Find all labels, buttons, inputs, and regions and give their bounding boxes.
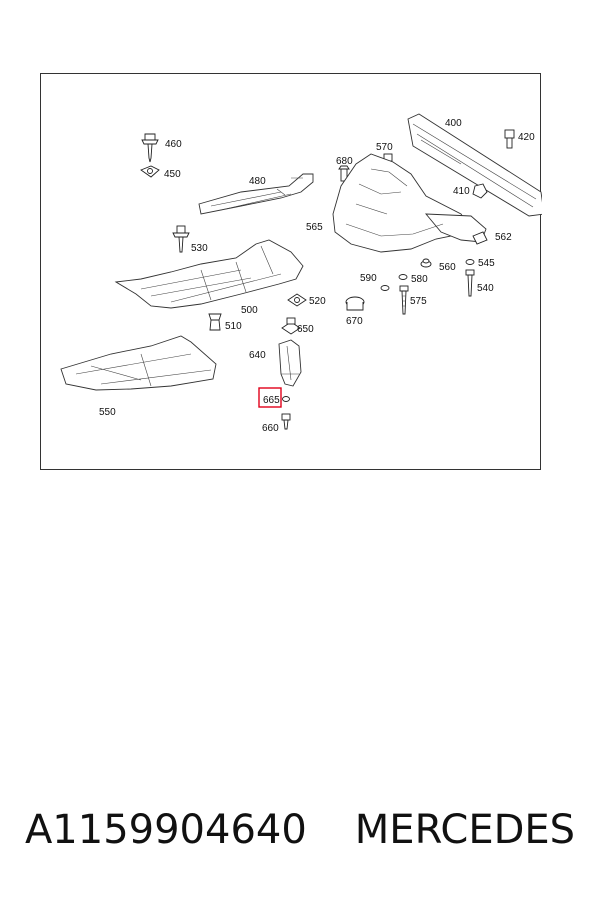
part-420-bolt [504, 129, 515, 149]
part-480-heat-shield [198, 173, 314, 215]
label-570[interactable]: 570 [376, 142, 393, 153]
label-545[interactable]: 545 [478, 258, 495, 269]
label-575[interactable]: 575 [410, 296, 427, 307]
part-520-nut [287, 293, 307, 307]
product-caption: A1159904640 MERCEDES [0, 800, 600, 860]
part-560-nut [420, 258, 432, 268]
label-660[interactable]: 660 [262, 423, 279, 434]
label-500[interactable]: 500 [241, 305, 258, 316]
label-640[interactable]: 640 [249, 350, 266, 361]
part-545-washer [465, 259, 475, 265]
part-575-screw [399, 285, 409, 315]
part-540-screw [465, 269, 475, 297]
part-670-plug [345, 296, 365, 311]
label-520[interactable]: 520 [309, 296, 326, 307]
part-450-nut [140, 165, 160, 178]
label-460[interactable]: 460 [165, 139, 182, 150]
part-410-nut [472, 183, 488, 199]
label-562[interactable]: 562 [495, 232, 512, 243]
part-650-nut [281, 317, 301, 335]
part-590-nut [380, 285, 390, 291]
part-550-underbody-panel [60, 335, 217, 391]
label-670[interactable]: 670 [346, 316, 363, 327]
label-565[interactable]: 565 [306, 222, 323, 233]
label-420[interactable]: 420 [518, 132, 535, 143]
label-680[interactable]: 680 [336, 156, 353, 167]
part-530-screw [172, 225, 190, 253]
label-650[interactable]: 650 [297, 324, 314, 335]
label-480[interactable]: 480 [249, 176, 266, 187]
label-560[interactable]: 560 [439, 262, 456, 273]
part-500-heat-shield [114, 239, 304, 309]
label-665[interactable]: 665 [263, 395, 280, 406]
part-580-washer [398, 274, 408, 280]
part-510-clip [208, 313, 222, 331]
part-400-crossmember [407, 113, 542, 217]
part-number: A1159904640 [24, 807, 307, 853]
label-550[interactable]: 550 [99, 407, 116, 418]
highlight-box-665 [258, 387, 282, 408]
part-460-screw [141, 133, 159, 163]
parts-diagram: 400 420 410 460 450 570 680 480 565 562 … [40, 73, 542, 470]
label-450[interactable]: 450 [164, 169, 181, 180]
brand-name: MERCEDES [354, 807, 576, 853]
part-660-bolt [281, 413, 291, 430]
part-562-clip [472, 231, 488, 245]
label-540[interactable]: 540 [477, 283, 494, 294]
label-580[interactable]: 580 [411, 274, 428, 285]
label-410[interactable]: 410 [453, 186, 470, 197]
part-640-bracket [278, 339, 302, 387]
part-665-washer [282, 396, 290, 402]
label-510[interactable]: 510 [225, 321, 242, 332]
label-400[interactable]: 400 [445, 118, 462, 129]
part-565-underbody-panel [332, 153, 487, 253]
label-590[interactable]: 590 [360, 273, 377, 284]
label-530[interactable]: 530 [191, 243, 208, 254]
